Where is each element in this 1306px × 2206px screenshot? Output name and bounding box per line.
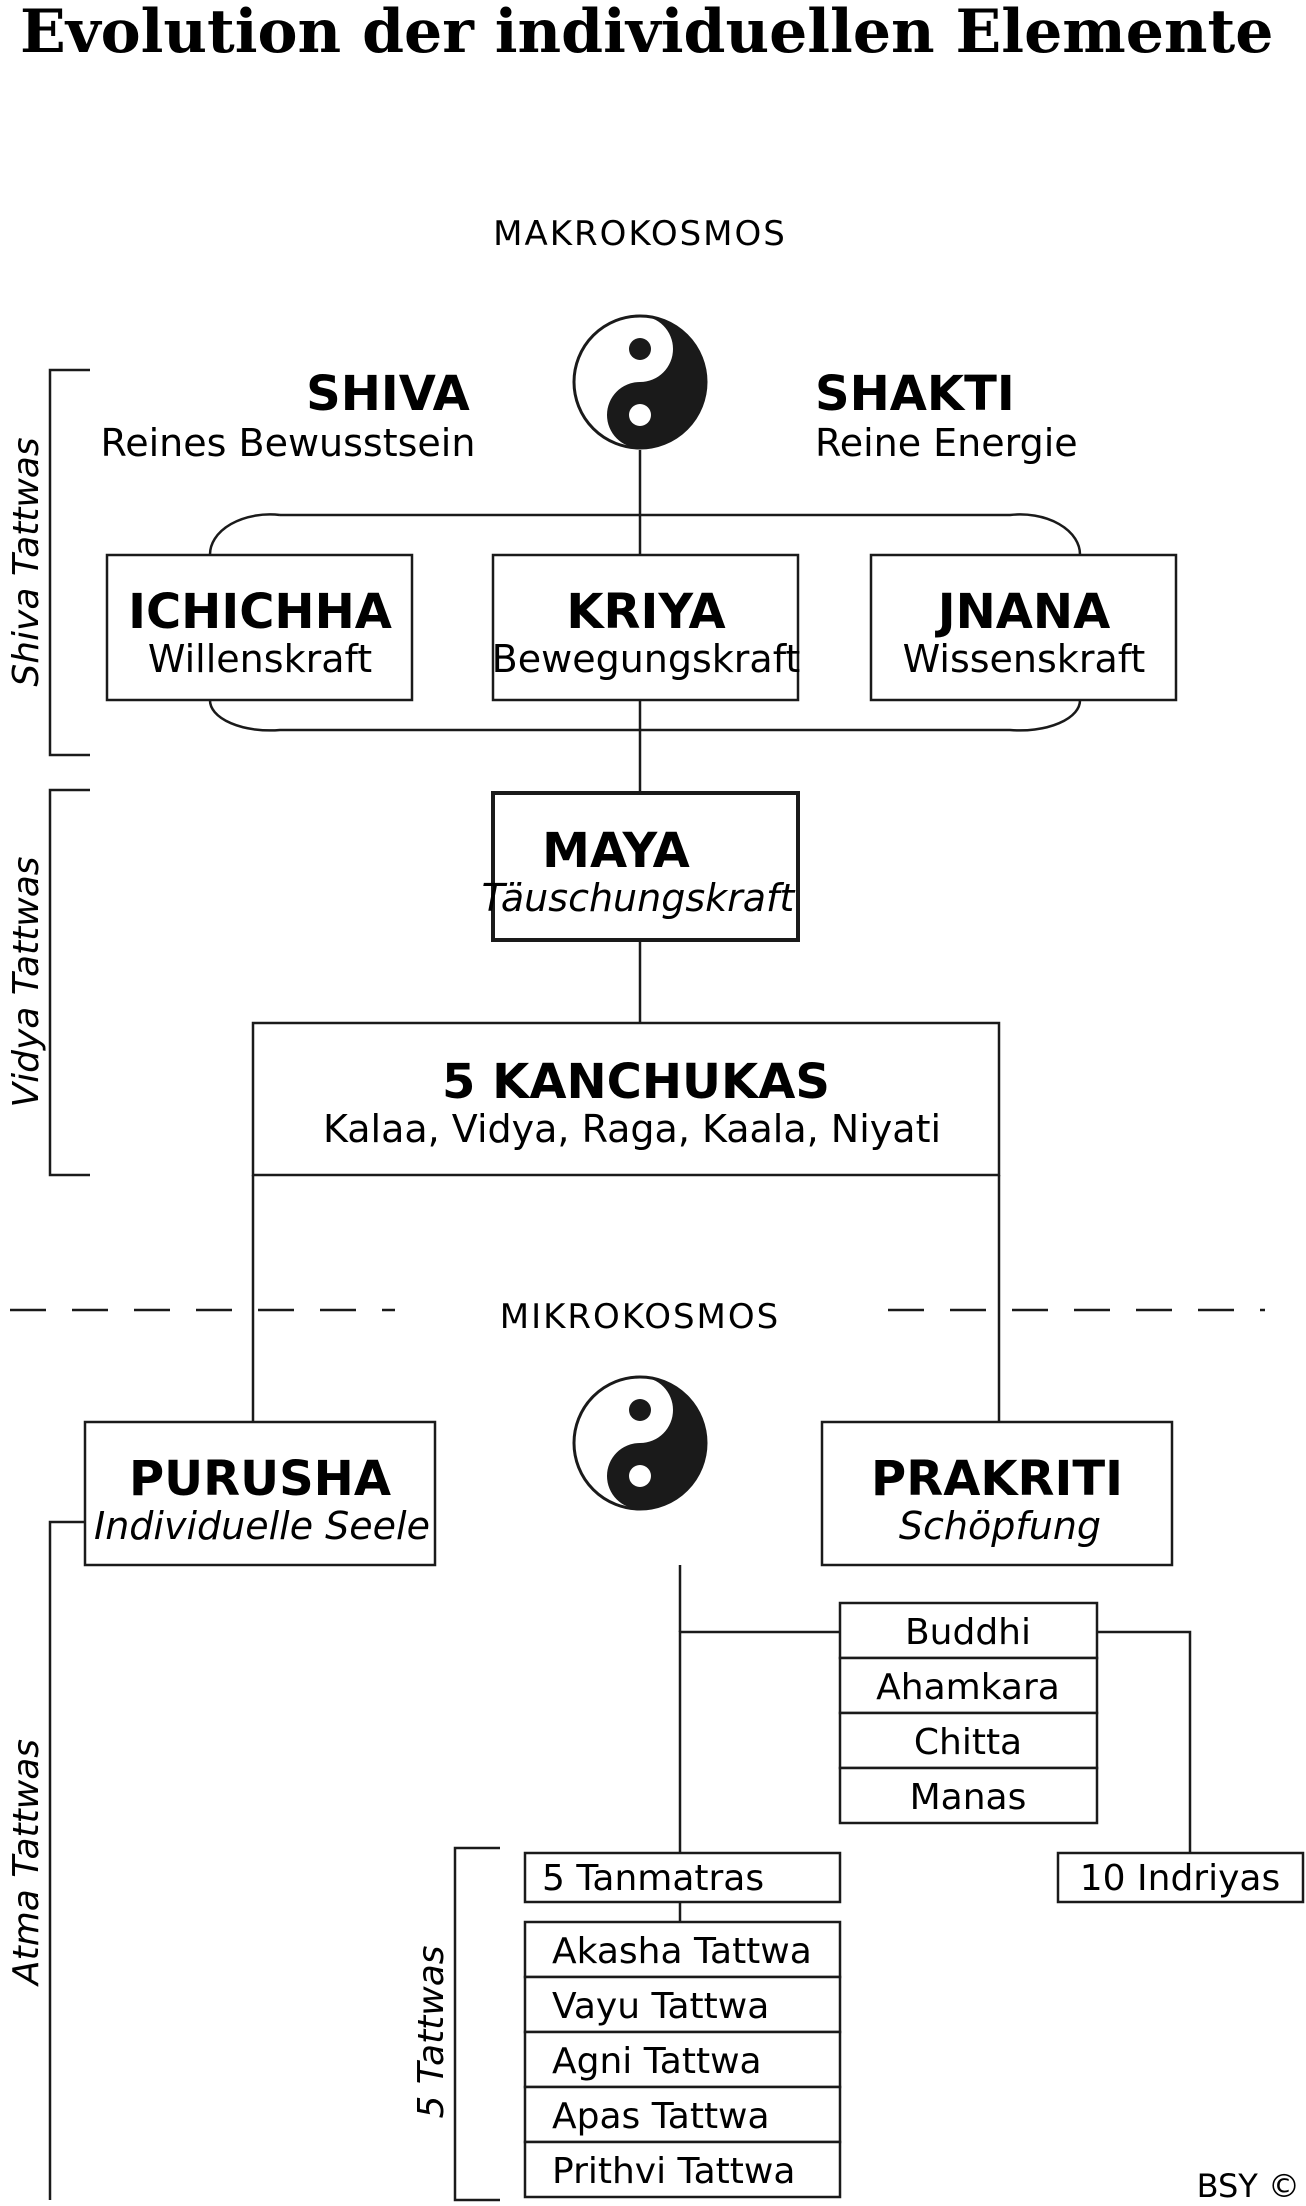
- mikrokosmos-heading: MIKROKOSMOS: [500, 1297, 781, 1337]
- manas-label: Manas: [910, 1777, 1027, 1818]
- purusha-box: [83, 1420, 437, 1567]
- shakti-desc: Reine Energie: [815, 421, 1078, 465]
- jnana-box: [869, 553, 1178, 702]
- kanchukas-name: 5 KANCHUKAS: [442, 1054, 830, 1110]
- kriya-desc: Bewegungskraft: [492, 637, 801, 681]
- antahkarana-stack: Buddhi Ahamkara Chitta Manas: [838, 1601, 1099, 1825]
- list-item: [838, 1601, 1099, 1660]
- five-tattwas-bracket: [453, 1846, 500, 2202]
- atma-tattwas-bracket: [48, 1520, 85, 2200]
- agni-label: Agni Tattwa: [552, 2041, 762, 2082]
- list-item: [523, 2140, 842, 2199]
- prakriti-desc: Schöpfung: [899, 1504, 1101, 1548]
- yin-yang-icon: [572, 314, 708, 450]
- makrokosmos-heading: MAKROKOSMOS: [493, 214, 787, 254]
- tanmatras-box: [523, 1851, 842, 1904]
- list-item: [838, 1711, 1099, 1770]
- vayu-label: Vayu Tattwa: [552, 1986, 769, 2027]
- kriya-name: KRIYA: [566, 584, 725, 640]
- indriyas-box: [1056, 1851, 1305, 1904]
- five-tattwas-label: 5 Tattwas: [411, 1945, 452, 2118]
- vidya-tattwas-label: Vidya Tattwas: [6, 856, 47, 1107]
- jnana-desc: Wissenskraft: [903, 637, 1146, 681]
- chitta-label: Chitta: [914, 1722, 1022, 1763]
- ichichha-box: [105, 553, 414, 702]
- akasha-label: Akasha Tattwa: [552, 1931, 812, 1972]
- indriyas-label: 10 Indriyas: [1080, 1858, 1280, 1899]
- purusha-desc: Individuelle Seele: [94, 1504, 430, 1548]
- jnana-name: JNANA: [935, 584, 1111, 640]
- ahamkara-label: Ahamkara: [876, 1667, 1060, 1708]
- list-item: [523, 1975, 842, 2034]
- shiva-desc: Reines Bewusstsein: [101, 421, 476, 465]
- list-item: [838, 1766, 1099, 1825]
- tattwa-list: Akasha Tattwa Vayu Tattwa Agni Tattwa Ap…: [523, 1920, 842, 2199]
- maya-desc: Täuschungskraft: [482, 876, 797, 920]
- buddhi-label: Buddhi: [905, 1612, 1031, 1653]
- maya-box: [491, 791, 800, 942]
- prakriti-box: [820, 1420, 1174, 1567]
- list-item: [838, 1656, 1099, 1715]
- shakti-name: SHAKTI: [815, 366, 1015, 422]
- atma-tattwas-label: Atma Tattwas: [6, 1739, 47, 1987]
- apas-label: Apas Tattwa: [552, 2096, 770, 2137]
- prakriti-name: PRAKRITI: [871, 1451, 1123, 1507]
- kanchukas-desc: Kalaa, Vidya, Raga, Kaala, Niyati: [323, 1107, 941, 1151]
- shiva-name: SHIVA: [306, 366, 470, 422]
- yin-yang-icon: [572, 1375, 708, 1511]
- tanmatras-label: 5 Tanmatras: [542, 1858, 764, 1899]
- ichichha-desc: Willenskraft: [148, 637, 372, 681]
- purusha-name: PURUSHA: [129, 1451, 391, 1507]
- shiva-tattwas-label: Shiva Tattwas: [6, 437, 47, 686]
- kriya-box: [491, 553, 800, 702]
- kanchukas-box: [251, 1021, 1001, 1177]
- page-title: Evolution der individuellen Elemente: [20, 0, 1273, 67]
- shiva-tattwas-bracket: [48, 368, 90, 757]
- maya-name: MAYA: [542, 823, 690, 879]
- vidya-tattwas-bracket: [48, 788, 90, 1177]
- list-item: [523, 1920, 842, 1979]
- ichichha-name: ICHICHHA: [128, 584, 392, 640]
- prithvi-label: Prithvi Tattwa: [552, 2151, 795, 2192]
- list-item: [523, 2030, 842, 2089]
- connector-lines: [208, 450, 1192, 1922]
- copyright-label: BSY ©: [1197, 2167, 1300, 2205]
